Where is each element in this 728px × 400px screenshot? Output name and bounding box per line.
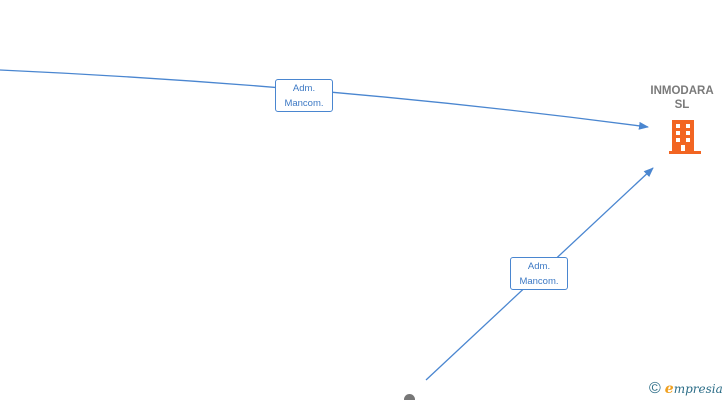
edge-label-bottom-line2: Mancom. bbox=[519, 276, 559, 287]
person-node[interactable] bbox=[404, 394, 415, 400]
empresia-logo: empresia bbox=[665, 381, 723, 397]
edge-label-bottom[interactable]: Adm. Mancom. bbox=[510, 257, 568, 290]
copyright-icon: © bbox=[649, 380, 661, 397]
company-name[interactable]: INMODARA SL bbox=[640, 84, 724, 112]
empresia-watermark: © empresia bbox=[649, 379, 723, 399]
edge-label-top[interactable]: Adm. Mancom. bbox=[275, 79, 333, 112]
company-name-line1: INMODARA bbox=[650, 85, 714, 97]
empresia-logo-text: mpresia bbox=[673, 382, 723, 396]
empresia-logo-initial: e bbox=[664, 381, 674, 397]
edge-label-top-line1: Adm. bbox=[292, 83, 316, 94]
edge-label-top-line2: Mancom. bbox=[284, 98, 324, 109]
edge-label-bottom-line1: Adm. bbox=[527, 261, 551, 272]
company-name-line2: SL bbox=[674, 99, 690, 111]
building-icon[interactable] bbox=[668, 119, 702, 155]
